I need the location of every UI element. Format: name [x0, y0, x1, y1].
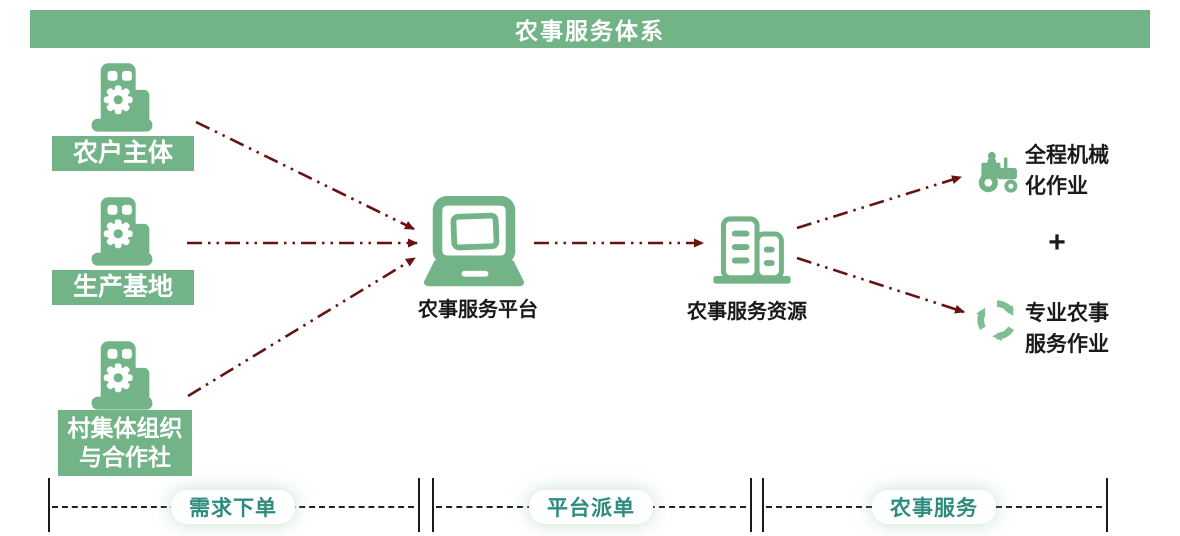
factory-gear-icon: [84, 194, 160, 277]
phase-tick: [432, 478, 434, 532]
source-label-farmer: 农户主体: [52, 136, 194, 171]
source-label-village: 村集体组织 与合作社: [58, 410, 192, 476]
service-label-mechanized-line1: 全程机械: [1025, 144, 1109, 167]
phase-label-service: 农事服务: [872, 490, 996, 524]
phase-tick: [48, 478, 50, 532]
platform-label: 农事服务平台: [418, 299, 538, 321]
factory-gear-icon: [84, 338, 160, 421]
source-label-base: 生产基地: [52, 270, 194, 305]
resource-label: 农事服务资源: [687, 301, 807, 323]
service-label-professional: 专业农事 服务作业: [1025, 298, 1109, 360]
title-banner: 农事服务体系: [30, 10, 1150, 48]
tractor-icon: [971, 146, 1023, 201]
phase-tick: [1106, 478, 1108, 532]
arrow-farmer-to-platform: [195, 120, 415, 231]
phase-tick: [762, 478, 764, 532]
phase-label-dispatch: 平台派单: [529, 490, 653, 524]
phase-segment-service: 农事服务: [764, 480, 1104, 534]
phase-label-demand: 需求下单: [171, 490, 295, 524]
recycle-icon: [973, 297, 1021, 348]
phase-tick: [418, 478, 420, 532]
phase-segment-demand: 需求下单: [50, 480, 416, 534]
arrow-resource-to-mechanized: [796, 175, 962, 230]
page-title: 农事服务体系: [515, 18, 665, 44]
service-label-professional-line2: 服务作业: [1025, 333, 1109, 356]
source-label-village-line2: 与合作社: [79, 444, 171, 470]
phase-tick: [750, 478, 752, 532]
factory-gear-icon: [84, 60, 160, 143]
arrow-village-to-platform: [187, 256, 416, 398]
service-label-professional-line1: 专业农事: [1025, 302, 1109, 325]
buildings-icon: [710, 212, 794, 293]
source-label-base-text: 生产基地: [72, 272, 173, 301]
source-label-farmer-text: 农户主体: [72, 138, 173, 167]
service-label-mechanized-line2: 化作业: [1025, 175, 1088, 198]
source-label-village-line1: 村集体组织: [67, 415, 183, 442]
plus-sign: +: [1048, 226, 1066, 259]
service-label-mechanized: 全程机械 化作业: [1025, 140, 1109, 202]
phase-segment-dispatch: 平台派单: [434, 480, 748, 534]
laptop-icon: [420, 196, 528, 297]
